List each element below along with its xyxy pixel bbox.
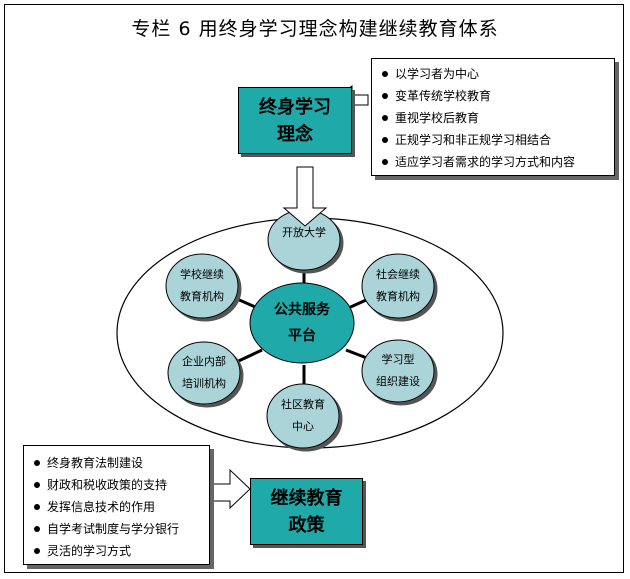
- node-circle-lower-left: [167, 341, 241, 405]
- bullet-icon: [382, 114, 388, 121]
- node-open-university: 开放大学: [282, 226, 326, 239]
- ce-policy-line1: 继续教育: [270, 487, 343, 509]
- node-community-center: 社区教育 中心: [281, 398, 325, 433]
- lifelong-learning-line1: 终身学习: [259, 96, 331, 118]
- right-arrow-bottom: [211, 468, 251, 510]
- ce-policy-line2: 政策: [288, 514, 325, 536]
- policy-list: 终身教育法制建设 财政和税收政策的支持 发挥信息技术的作用 自学考试制度与学分银…: [23, 445, 210, 565]
- list-item: 财政和税收政策的支持: [34, 474, 209, 496]
- figure-frame: [4, 4, 624, 573]
- node-school-ce: 学校继续 教育机构: [180, 268, 224, 303]
- node-circle-bottom: [266, 383, 340, 449]
- bullet-icon: [34, 525, 40, 532]
- node-circle-upper-right: [361, 253, 435, 319]
- hub-line2: 平台: [288, 328, 316, 344]
- node-social-ce: 社会继续 教育机构: [376, 268, 420, 303]
- bullet-icon: [34, 481, 40, 488]
- list-item: 以学习者为中心: [382, 63, 614, 85]
- bullet-icon: [382, 70, 388, 77]
- lifelong-learning-box: 终身学习 理念: [238, 87, 352, 154]
- bullet-icon: [34, 503, 40, 510]
- node-learning-org: 学习型 组织建设: [376, 353, 420, 388]
- node-circle-upper-left: [165, 253, 239, 319]
- hub-circle: [249, 282, 355, 364]
- bullet-icon: [382, 158, 388, 165]
- list-item: 终身教育法制建设: [34, 452, 209, 474]
- node-circle-lower-right: [361, 339, 435, 403]
- bullet-icon: [34, 459, 40, 466]
- list-item: 适应学习者需求的学习方式和内容: [382, 151, 614, 173]
- list-item: 变革传统学校教育: [382, 85, 614, 107]
- node-enterprise-training: 企业内部 培训机构: [182, 355, 226, 390]
- list-item: 灵活的学习方式: [34, 540, 209, 562]
- bullet-icon: [382, 92, 388, 99]
- bullet-icon: [34, 547, 40, 554]
- ce-policy-box: 继续教育 政策: [250, 478, 363, 545]
- list-item: 重视学校后教育: [382, 107, 614, 129]
- hub-label: 公共服务 平台: [250, 283, 354, 363]
- figure-title: 专栏 6 用终身学习理念构建继续教育体系: [131, 18, 499, 40]
- lifelong-learning-line2: 理念: [277, 123, 313, 145]
- down-arrow: [282, 166, 328, 227]
- bullet-icon: [382, 136, 388, 143]
- list-item: 正规学习和非正规学习相结合: [382, 129, 614, 151]
- list-item: 自学考试制度与学分银行: [34, 518, 209, 540]
- hub-line1: 公共服务: [274, 302, 330, 318]
- principles-list: 以学习者为中心 变革传统学校教育 重视学校后教育 正规学习和非正规学习相结合 适…: [371, 58, 615, 176]
- list-item: 发挥信息技术的作用: [34, 496, 209, 518]
